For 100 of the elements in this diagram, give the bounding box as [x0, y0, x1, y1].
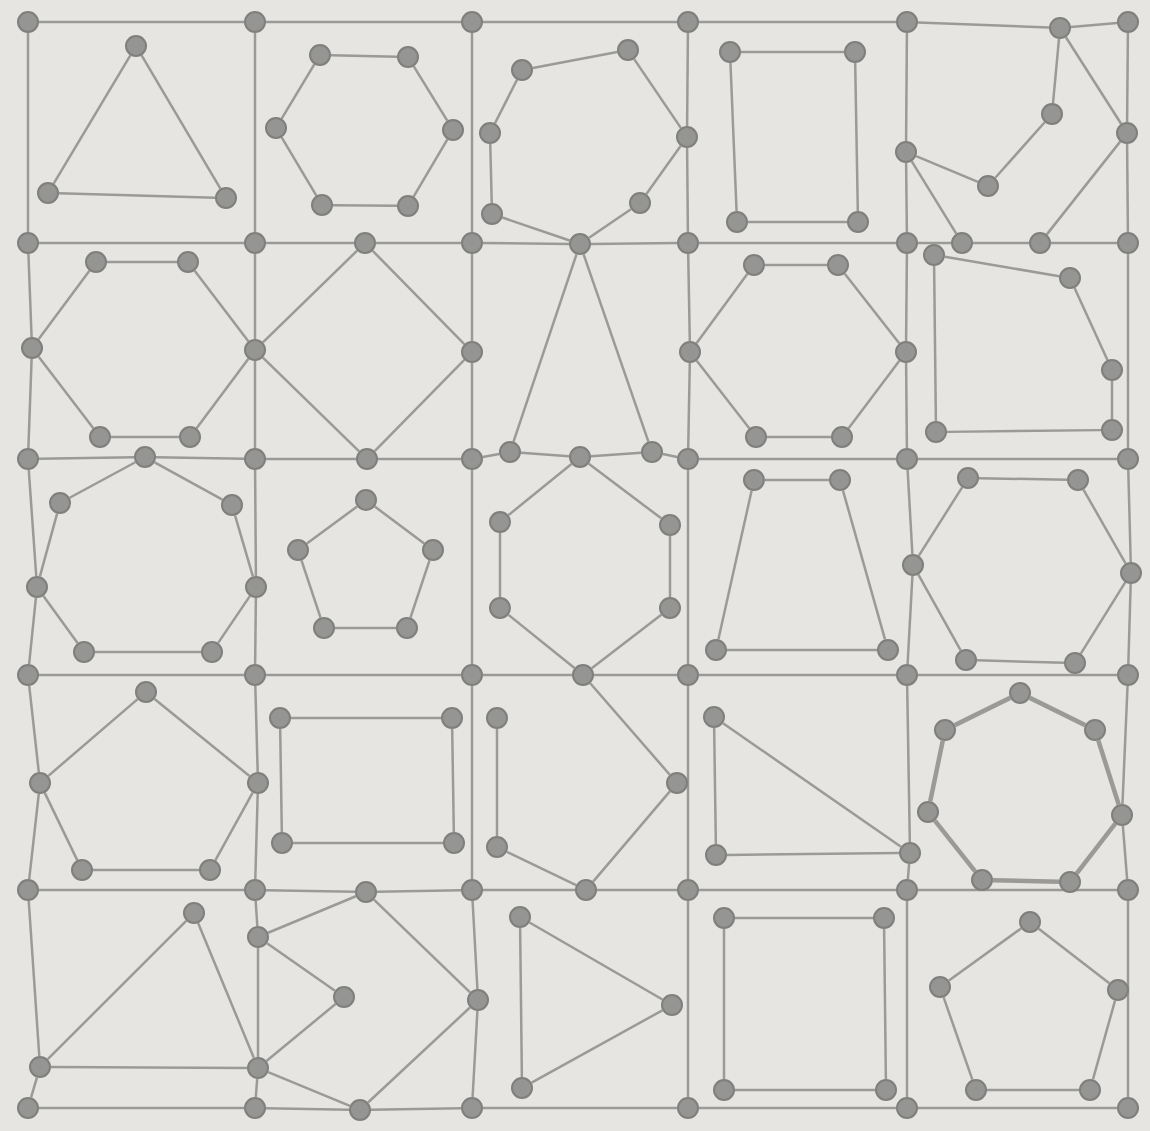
connector-line	[233, 515, 255, 577]
connector-line	[376, 241, 461, 245]
connector-line	[685, 148, 690, 232]
connector-line	[378, 457, 461, 461]
connector-line	[1127, 583, 1132, 665]
connector-line	[727, 648, 877, 652]
connector-line	[767, 435, 831, 439]
connector-line	[853, 62, 860, 212]
connector-line	[253, 598, 258, 664]
connector-line	[265, 888, 356, 894]
connector-line	[973, 241, 1029, 245]
connector-line	[39, 888, 244, 892]
connector-line	[686, 362, 692, 449]
connector-line	[882, 929, 888, 1079]
connector-line	[699, 888, 896, 892]
connector-line	[27, 685, 41, 773]
connector-line	[588, 462, 662, 520]
connector-line	[668, 536, 672, 597]
connector-line	[699, 673, 896, 677]
connector-line	[266, 20, 461, 24]
connector-line	[699, 20, 896, 24]
connector-line	[266, 457, 356, 461]
connector-line	[266, 673, 461, 677]
connector-line	[39, 20, 244, 24]
connector-line	[1110, 381, 1114, 419]
connector-line	[512, 254, 578, 442]
connector-line	[841, 490, 887, 640]
connector-line	[111, 435, 179, 439]
connector-line	[38, 455, 135, 461]
connector-line	[293, 841, 443, 845]
connector-line	[27, 469, 38, 577]
connector-line	[27, 597, 38, 665]
connector-line	[932, 266, 938, 421]
connector-line	[471, 1010, 479, 1098]
connector-line	[265, 1106, 350, 1112]
connector-line	[278, 729, 284, 832]
connector-line	[266, 241, 354, 245]
connector-line	[589, 682, 671, 776]
connector-line	[686, 470, 690, 664]
connector-line	[291, 716, 441, 720]
connector-line	[904, 254, 909, 341]
connector-line	[722, 929, 726, 1079]
connector-line	[27, 358, 33, 449]
connector-line	[735, 1088, 875, 1092]
connector-line	[1125, 144, 1130, 232]
connector-line	[735, 916, 873, 920]
connector-line	[214, 792, 254, 861]
connector-line	[482, 452, 500, 459]
connector-line	[51, 1065, 247, 1070]
connector-line	[195, 358, 250, 429]
connector-line	[253, 361, 257, 448]
connector-line	[978, 476, 1068, 482]
connector-line	[27, 253, 33, 338]
connector-line	[918, 673, 1117, 677]
connector-line	[685, 33, 690, 126]
connector-line	[1073, 287, 1109, 361]
connector-line	[917, 21, 1050, 29]
connector-line	[695, 273, 749, 344]
connector-line	[699, 1106, 896, 1110]
connector-line	[495, 729, 499, 836]
connector-line	[520, 451, 570, 458]
connector-line	[686, 901, 690, 1097]
connector-line	[918, 457, 1117, 461]
connector-line	[992, 878, 1060, 884]
connector-line	[917, 574, 962, 651]
connector-line	[686, 253, 692, 342]
connector-line	[933, 819, 977, 873]
connector-line	[502, 216, 570, 242]
connector-line	[483, 888, 575, 892]
connector-line	[39, 673, 244, 677]
connector-line	[470, 363, 474, 448]
connector-line	[906, 469, 914, 555]
connector-line	[1126, 901, 1130, 1097]
connector-line	[582, 254, 650, 442]
connector-line	[942, 996, 974, 1081]
connector-line	[254, 1078, 259, 1098]
connector-line	[470, 470, 474, 664]
connector-line	[765, 263, 827, 267]
connector-line	[594, 673, 677, 677]
connector-line	[470, 254, 474, 341]
connector-line	[39, 241, 244, 245]
connector-line	[26, 33, 30, 232]
connector-line	[699, 457, 896, 461]
connector-line	[253, 254, 257, 339]
connector-line	[95, 650, 201, 654]
connector-line	[729, 62, 738, 212]
connector-line	[1127, 469, 1132, 563]
connector-line	[450, 729, 456, 832]
connector-line	[507, 613, 576, 670]
connector-line	[1125, 33, 1130, 122]
connector-line	[498, 533, 502, 597]
connector-line	[29, 1077, 39, 1098]
connector-line	[918, 241, 951, 245]
connector-line	[471, 900, 479, 990]
connector-line	[153, 697, 251, 778]
connector-line	[39, 1106, 244, 1110]
connector-line	[470, 33, 474, 232]
connector-line	[532, 50, 618, 70]
connector-line	[727, 851, 899, 857]
connector-line	[254, 685, 259, 773]
